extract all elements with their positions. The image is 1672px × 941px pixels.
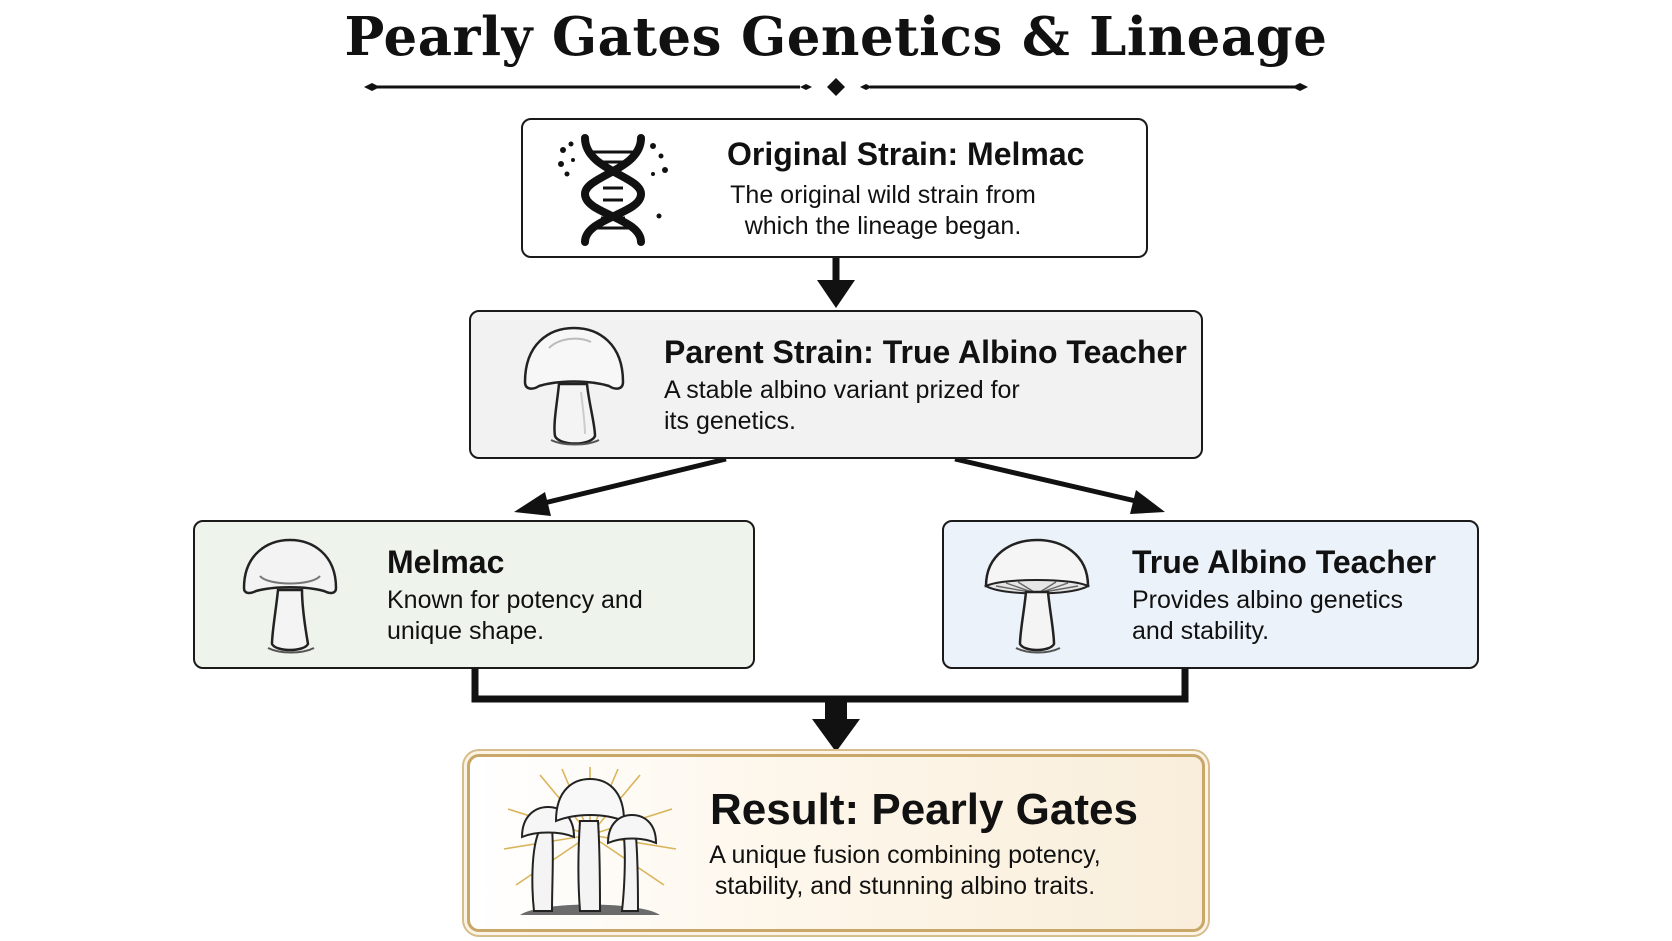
node-original-strain[interactable]: Original Strain: Melmac The original wil… xyxy=(521,118,1148,258)
dna-helix-icon xyxy=(553,130,673,255)
node-result-description: A unique fusion combining potency, stabi… xyxy=(709,841,1101,900)
node-melmac[interactable]: Melmac Known for potency and unique shap… xyxy=(193,520,755,669)
node-true-albino-teacher[interactable]: True Albino Teacher Provides albino gene… xyxy=(942,520,1479,669)
node-result-pearly-gates[interactable]: Result: Pearly Gates A unique fusion com… xyxy=(467,754,1205,932)
node-parent-description: A stable albino variant prized for its g… xyxy=(664,376,1020,435)
node-parent-heading: Parent Strain: True Albino Teacher xyxy=(664,334,1187,370)
edge-original-to-parent xyxy=(817,258,855,308)
title-divider xyxy=(364,78,1308,96)
result-arrow-head xyxy=(812,719,860,752)
diagram-title: Pearly Gates Genetics & Lineage xyxy=(344,6,1328,68)
gilled-mushroom-icon xyxy=(982,536,1092,661)
node-original-heading: Original Strain: Melmac xyxy=(727,136,1085,172)
node-original-description: The original wild strain from which the … xyxy=(730,181,1036,240)
edge-parents-to-result xyxy=(471,669,1189,722)
white-mushroom-icon xyxy=(519,324,629,453)
node-teacher-heading: True Albino Teacher xyxy=(1132,544,1437,580)
node-result-heading: Result: Pearly Gates xyxy=(710,785,1138,834)
edge-parent-to-teacher xyxy=(954,456,1165,514)
node-parent-strain[interactable]: Parent Strain: True Albino Teacher A sta… xyxy=(469,310,1203,459)
mushroom-cluster-icon xyxy=(500,765,680,930)
node-teacher-description: Provides albino genetics and stability. xyxy=(1132,586,1403,645)
node-melmac-heading: Melmac xyxy=(387,544,505,580)
edge-parent-to-melmac xyxy=(514,456,727,516)
mushroom-icon xyxy=(240,536,340,661)
node-melmac-description: Known for potency and unique shape. xyxy=(387,586,643,645)
